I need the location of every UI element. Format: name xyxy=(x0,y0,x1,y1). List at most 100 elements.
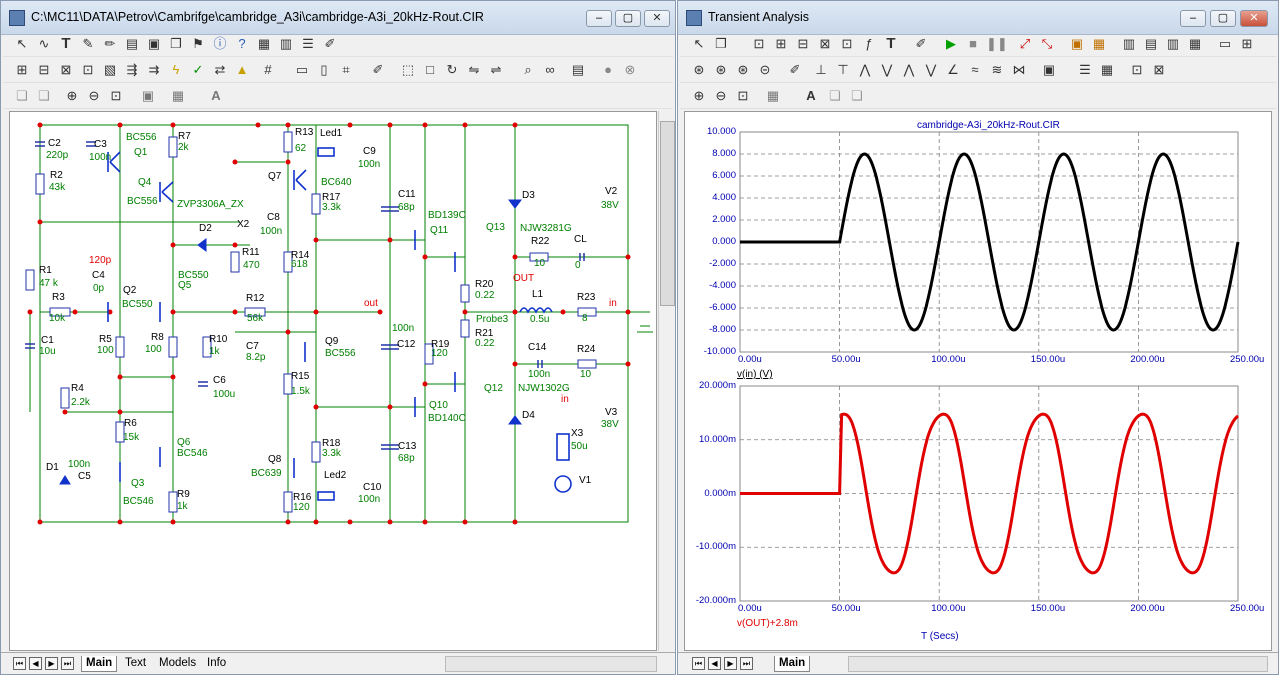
t-fx-icon[interactable]: ƒ xyxy=(865,36,873,51)
page-icon[interactable]: ▭ xyxy=(295,62,309,77)
component-label[interactable]: R17 xyxy=(322,192,341,203)
t-zoom-fit-icon[interactable]: ⊡ xyxy=(737,88,749,103)
component-label[interactable]: NJW3281G xyxy=(520,223,572,234)
t-scale4-icon[interactable]: ⊠ xyxy=(819,36,831,51)
component-label[interactable]: R11 xyxy=(242,247,260,258)
conditions-icon[interactable]: ▧ xyxy=(103,62,117,77)
check-icon[interactable]: ✓ xyxy=(192,62,204,77)
transient-close-button[interactable]: ✕ xyxy=(1240,10,1268,27)
component-label[interactable]: C13 xyxy=(398,441,417,452)
component-label[interactable]: 3.3k xyxy=(322,202,341,213)
component-label[interactable]: R1 xyxy=(39,265,52,276)
component-label[interactable]: 100 xyxy=(97,345,114,356)
t-scale2-icon[interactable]: ⊞ xyxy=(775,36,787,51)
t-layout4-icon[interactable]: ▦ xyxy=(1188,36,1202,51)
node-numbers-icon[interactable]: ⊞ xyxy=(16,62,28,77)
component-label[interactable]: R16 xyxy=(293,492,312,503)
pages-icon[interactable]: ▯ xyxy=(320,62,328,77)
component-label[interactable]: D3 xyxy=(522,190,535,201)
t-scale3-icon[interactable]: ⊟ xyxy=(797,36,809,51)
group-icon[interactable]: ❏ xyxy=(16,88,28,103)
tab-text[interactable]: Text xyxy=(125,657,147,669)
arrows-icon[interactable]: ⇄ xyxy=(214,62,226,77)
component-label[interactable]: in xyxy=(609,298,617,309)
properties-icon[interactable]: ✐ xyxy=(372,62,384,77)
component-label[interactable]: Q8 xyxy=(268,454,282,465)
t-scale-icon[interactable]: ⊡ xyxy=(753,36,765,51)
t-copy-icon[interactable]: ❐ xyxy=(715,36,727,51)
component-label[interactable]: Led1 xyxy=(320,128,343,139)
component-label[interactable]: C9 xyxy=(363,146,376,157)
maximize-button[interactable]: ▢ xyxy=(615,10,641,27)
t-peak-icon[interactable]: ⋀ xyxy=(859,62,871,77)
schematic-titlebar[interactable]: C:\MC11\DATA\Petrov\Cambrifge\cambridge_… xyxy=(1,1,675,35)
top-trace-label[interactable]: v(in) (V) xyxy=(737,369,773,380)
t-point-icon[interactable]: ⋈ xyxy=(1012,62,1026,77)
component-label[interactable]: Q5 xyxy=(178,280,192,291)
component-label[interactable]: C1 xyxy=(41,335,54,346)
component-label[interactable]: Q1 xyxy=(134,147,148,158)
tab-models[interactable]: Models xyxy=(159,657,197,669)
component-label[interactable]: V3 xyxy=(605,407,618,418)
component-label[interactable]: BC556 xyxy=(325,348,356,359)
component-label[interactable]: R15 xyxy=(291,371,310,382)
component-label[interactable]: 100 xyxy=(145,344,162,355)
component-label[interactable]: BC546 xyxy=(123,496,154,507)
component-label[interactable]: R4 xyxy=(71,383,84,394)
t-zoom-a-icon[interactable]: ⊛ xyxy=(693,62,705,77)
component-label[interactable]: 10 xyxy=(534,258,546,269)
grid-dots-icon[interactable]: # xyxy=(264,62,272,77)
pen-icon[interactable]: ✏ xyxy=(104,36,116,51)
t-valley-icon[interactable]: ⋁ xyxy=(881,62,893,77)
component-label[interactable]: C6 xyxy=(213,375,226,386)
library-icon[interactable]: ▦ xyxy=(257,36,271,51)
component-label[interactable]: 618 xyxy=(291,259,308,270)
component-label[interactable]: 0p xyxy=(93,283,105,294)
vscroll-thumb[interactable] xyxy=(660,121,675,306)
pin-icon[interactable]: ⇶ xyxy=(126,62,138,77)
component-label[interactable]: 10 xyxy=(580,369,592,380)
component-label[interactable]: Q9 xyxy=(325,336,339,347)
copy-icon[interactable]: ❐ xyxy=(170,36,182,51)
component-label[interactable]: R8 xyxy=(151,332,164,343)
t-layout1-icon[interactable]: ▥ xyxy=(1122,36,1136,51)
component-label[interactable]: BC556 xyxy=(126,132,157,143)
flip-x-icon[interactable]: ⇋ xyxy=(468,62,480,77)
component-label[interactable]: 1.5k xyxy=(291,386,310,397)
component-label[interactable]: X3 xyxy=(571,428,584,439)
component-label[interactable]: V1 xyxy=(579,475,592,486)
bus-icon[interactable]: ▤ xyxy=(125,36,139,51)
component-label[interactable]: R7 xyxy=(178,131,191,142)
pause-icon[interactable]: ❚❚ xyxy=(986,36,1008,51)
t-zoom-d-icon[interactable]: ⊝ xyxy=(759,62,771,77)
component-label[interactable]: BD139C xyxy=(428,210,466,221)
component-label[interactable]: R19 xyxy=(431,339,450,350)
component-label[interactable]: 0.5u xyxy=(530,314,550,325)
schematic-vscrollbar[interactable] xyxy=(658,111,675,651)
bottom-trace-label[interactable]: v(OUT)+2.8m xyxy=(737,618,798,629)
component-label[interactable]: 470 xyxy=(243,260,260,271)
stop-run-icon[interactable]: ■ xyxy=(969,36,977,51)
component-label[interactable]: R10 xyxy=(209,334,228,345)
component-label[interactable]: Q13 xyxy=(486,222,505,233)
component-label[interactable]: Q10 xyxy=(429,400,448,411)
component-label[interactable]: R9 xyxy=(177,489,190,500)
next-tab-icon[interactable]: ▶ xyxy=(45,657,58,670)
t-stack2-icon[interactable]: ⊞ xyxy=(1241,36,1253,51)
component-label[interactable]: BC556 xyxy=(127,196,158,207)
power-icon[interactable]: ⊡ xyxy=(82,62,94,77)
component-label[interactable]: 120 xyxy=(431,348,448,359)
component-label[interactable]: ZVP3306A_ZX xyxy=(177,199,244,210)
back-icon[interactable]: ● xyxy=(604,62,612,77)
flag-icon[interactable]: ⚑ xyxy=(192,36,204,51)
component-label[interactable]: 100n xyxy=(392,323,415,334)
t-group-icon[interactable]: ❏ xyxy=(829,88,841,103)
tab-info[interactable]: Info xyxy=(207,657,227,669)
t-ungroup-icon[interactable]: ❏ xyxy=(851,88,863,103)
info-icon[interactable]: ⓘ xyxy=(213,36,227,51)
component-label[interactable]: Q12 xyxy=(484,383,503,394)
t-num-icon[interactable]: ▦ xyxy=(1100,62,1114,77)
component-label[interactable]: C7 xyxy=(246,341,259,352)
t-cursor1-icon[interactable]: ⊥ xyxy=(815,62,827,77)
component-label[interactable]: 62 xyxy=(295,143,307,154)
